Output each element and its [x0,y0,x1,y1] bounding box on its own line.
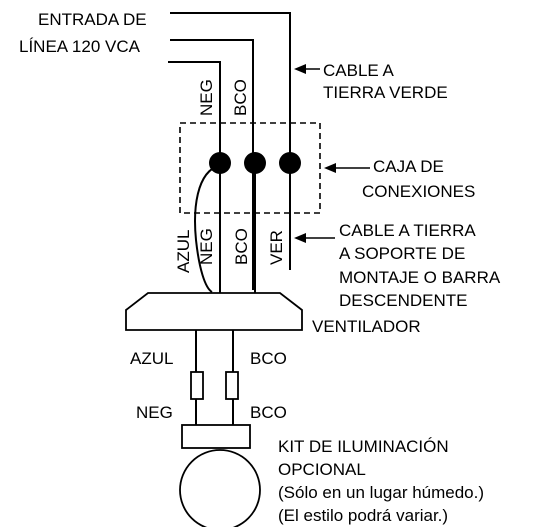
light-kit-label-3: (Sólo en un lugar húmedo.) [278,483,484,502]
wire-label-top-black: NEG [197,79,216,116]
fan-motor-housing [125,292,303,331]
ground-bracket-label-1: CABLE A TIERRA [339,221,476,240]
light-wire-label-white-top: BCO [250,349,287,368]
arrow-junction-box-head [324,163,336,173]
supply-wire-black [170,39,254,290]
line-input-label-1: ENTRADA DE [38,10,147,29]
wire-label-top-white: BCO [231,79,250,116]
ground-green-label-2: TIERRA VERDE [323,83,448,102]
light-wire-label-blue: AZUL [130,349,173,368]
wire-label-fan-white: BCO [232,228,251,265]
light-kit-label-1: KIT DE ILUMINACIÓN [278,437,449,456]
fan-label: VENTILADOR [312,317,421,336]
junction-box [179,122,321,214]
line-input-label-2: LÍNEA 120 VCA [19,37,141,56]
supply-wire-green [168,61,221,160]
fan-switch-housing [195,330,234,370]
ground-green-label-1: CABLE A [323,61,395,80]
wire-label-fan-black: NEG [197,228,216,265]
junction-box-label-2: CONEXIONES [362,182,475,201]
light-right-connector [225,371,239,400]
light-globe [179,449,261,531]
junction-box-label-1: CAJA DE [373,157,444,176]
arrow-ground-green-head [294,64,306,74]
light-kit-label-4: (El estilo podrá variar.) [278,506,448,525]
light-kit-collar [181,424,251,449]
light-left-connector [190,371,204,400]
light-wire-label-black: NEG [136,403,173,422]
light-kit-label-2: OPCIONAL [278,460,366,479]
light-wire-label-white-bottom: BCO [250,403,287,422]
fan-blue-wire [194,164,221,293]
wire-label-blue: AZUL [174,230,193,273]
ground-bracket-label-3: MONTAJE O BARRA [339,268,501,287]
arrow-ground-bracket-head [294,233,306,243]
wire-label-fan-green: VER [267,230,286,265]
ground-bracket-label-4: DESCENDENTE [339,291,467,310]
ground-bracket-label-2: A SOPORTE DE [339,244,465,263]
